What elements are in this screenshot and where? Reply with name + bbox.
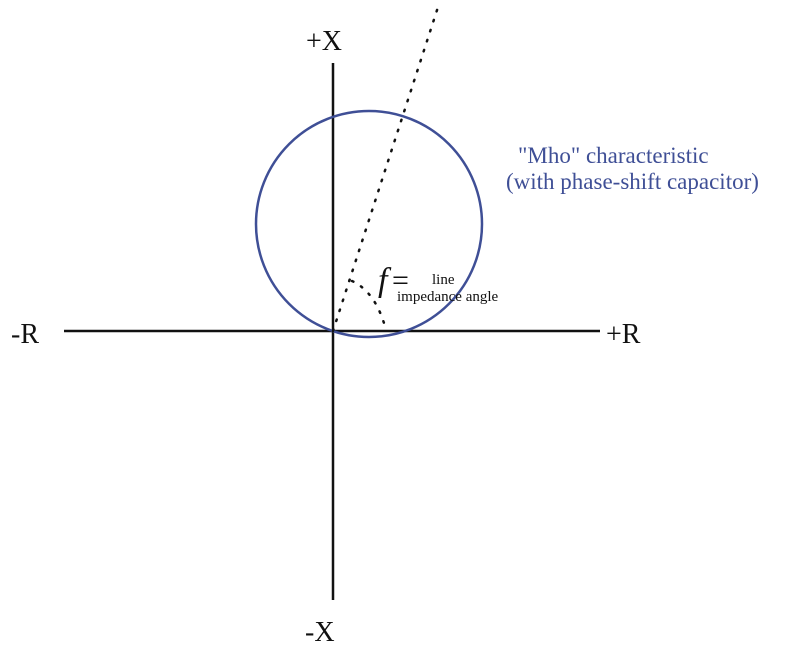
angle-label-line2: impedance angle	[397, 289, 499, 305]
angle-symbol: f	[378, 262, 392, 299]
mho-circle	[254, 109, 484, 339]
minus-x-label: -X	[305, 617, 335, 648]
characteristic-label-line1: "Mho" characteristic	[518, 143, 709, 168]
plus-x-label: +X	[306, 26, 342, 57]
characteristic-label-line2: (with phase-shift capacitor)	[506, 169, 759, 194]
angle-label-line1: line	[432, 272, 455, 288]
angle-equals: =	[392, 264, 409, 297]
minus-r-label: -R	[11, 319, 39, 350]
plus-r-label: +R	[606, 319, 641, 350]
